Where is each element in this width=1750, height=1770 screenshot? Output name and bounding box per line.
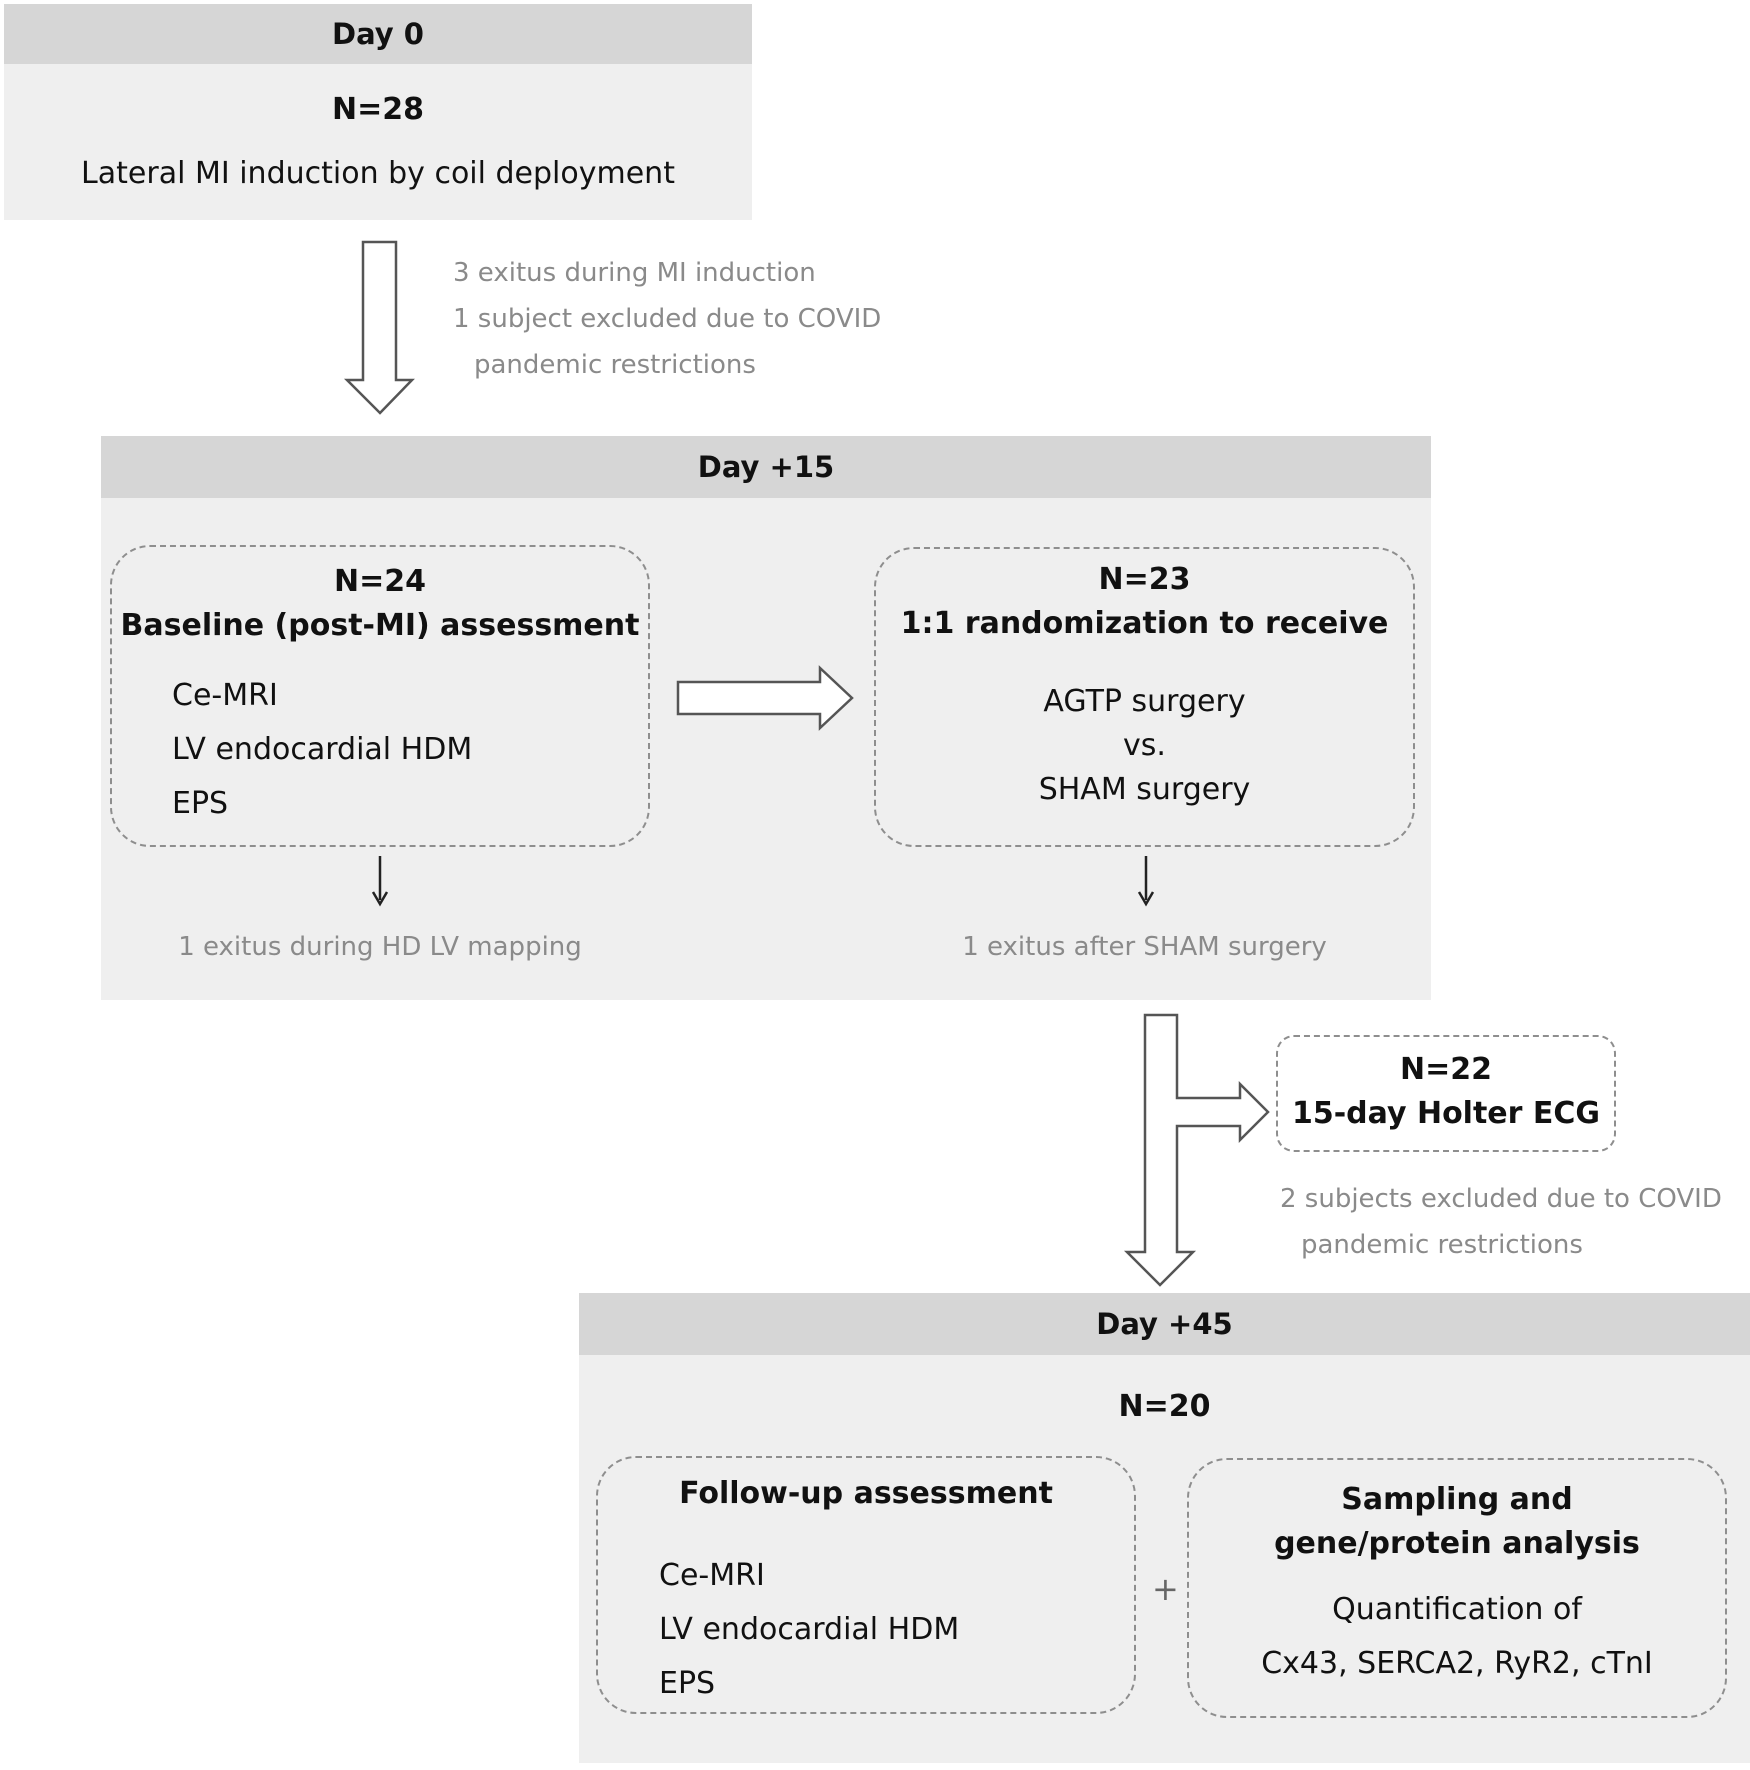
sham-surgery-label: SHAM surgery bbox=[1038, 772, 1251, 807]
randomization-exitus-note: 1 exitus after SHAM surgery bbox=[962, 932, 1327, 962]
exitus-note-mi-induction: 3 exitus during MI induction bbox=[453, 258, 816, 288]
sampling-analysis-box bbox=[1187, 1458, 1727, 1718]
day0-n-count: N=28 bbox=[332, 92, 424, 127]
holter-ecg-box bbox=[1276, 1035, 1616, 1152]
baseline-item-hdm: LV endocardial HDM bbox=[172, 732, 473, 767]
plus-sign: + bbox=[1152, 1570, 1179, 1608]
randomization-box bbox=[874, 547, 1415, 847]
day15-panel: Day +15 bbox=[101, 436, 1431, 1000]
day15-header: Day +15 bbox=[101, 436, 1431, 498]
randomization-n-count: N=23 bbox=[1098, 562, 1191, 597]
sampling-title-line2: gene/protein analysis bbox=[1274, 1526, 1640, 1561]
holter-n-count: N=22 bbox=[1400, 1052, 1492, 1087]
day45-panel: Day +45 N=20 bbox=[579, 1293, 1750, 1763]
small-down-arrow-randomization bbox=[1137, 856, 1155, 907]
baseline-item-eps: EPS bbox=[172, 786, 229, 821]
followup-item-eps: EPS bbox=[659, 1666, 716, 1701]
baseline-exitus-note: 1 exitus during HD LV mapping bbox=[178, 932, 582, 962]
down-arrow-day0-to-day15 bbox=[343, 240, 415, 415]
randomization-title: 1:1 randomization to receive bbox=[900, 606, 1389, 641]
followup-title: Follow-up assessment bbox=[679, 1476, 1053, 1511]
covid-exclusion-note-1b: pandemic restrictions bbox=[474, 350, 756, 380]
biomarker-list: Cx43, SERCA2, RyR2, cTnI bbox=[1261, 1646, 1653, 1681]
covid-exclusion-note-2b: pandemic restrictions bbox=[1301, 1230, 1583, 1260]
followup-item-ce-mri: Ce-MRI bbox=[659, 1558, 765, 1593]
baseline-n-count: N=24 bbox=[334, 564, 426, 599]
holter-title: 15-day Holter ECG bbox=[1291, 1096, 1601, 1131]
day45-n-count: N=20 bbox=[1118, 1389, 1211, 1424]
followup-item-hdm: LV endocardial HDM bbox=[659, 1612, 960, 1647]
baseline-item-ce-mri: Ce-MRI bbox=[172, 678, 278, 713]
baseline-assessment-box bbox=[110, 545, 650, 847]
branch-arrow-day15-to-day45 bbox=[1123, 1013, 1270, 1287]
sampling-title-line1: Sampling and bbox=[1341, 1482, 1573, 1517]
covid-exclusion-note-1: 1 subject excluded due to COVID bbox=[453, 304, 882, 334]
right-arrow-baseline-to-randomization bbox=[676, 665, 854, 731]
day0-panel: Day 0 N=28 Lateral MI induction by coil … bbox=[4, 4, 752, 220]
day0-procedure: Lateral MI induction by coil deployment bbox=[81, 156, 675, 191]
followup-assessment-box bbox=[596, 1456, 1136, 1714]
versus-label: vs. bbox=[1123, 728, 1166, 763]
small-down-arrow-baseline bbox=[371, 856, 389, 907]
covid-exclusion-note-2: 2 subjects excluded due to COVID bbox=[1280, 1184, 1722, 1214]
day45-header: Day +45 bbox=[579, 1293, 1750, 1355]
quantification-label: Quantification of bbox=[1332, 1592, 1582, 1627]
baseline-title: Baseline (post-MI) assessment bbox=[120, 608, 640, 643]
day0-header: Day 0 bbox=[4, 4, 752, 64]
agtp-surgery-label: AGTP surgery bbox=[1043, 684, 1246, 719]
